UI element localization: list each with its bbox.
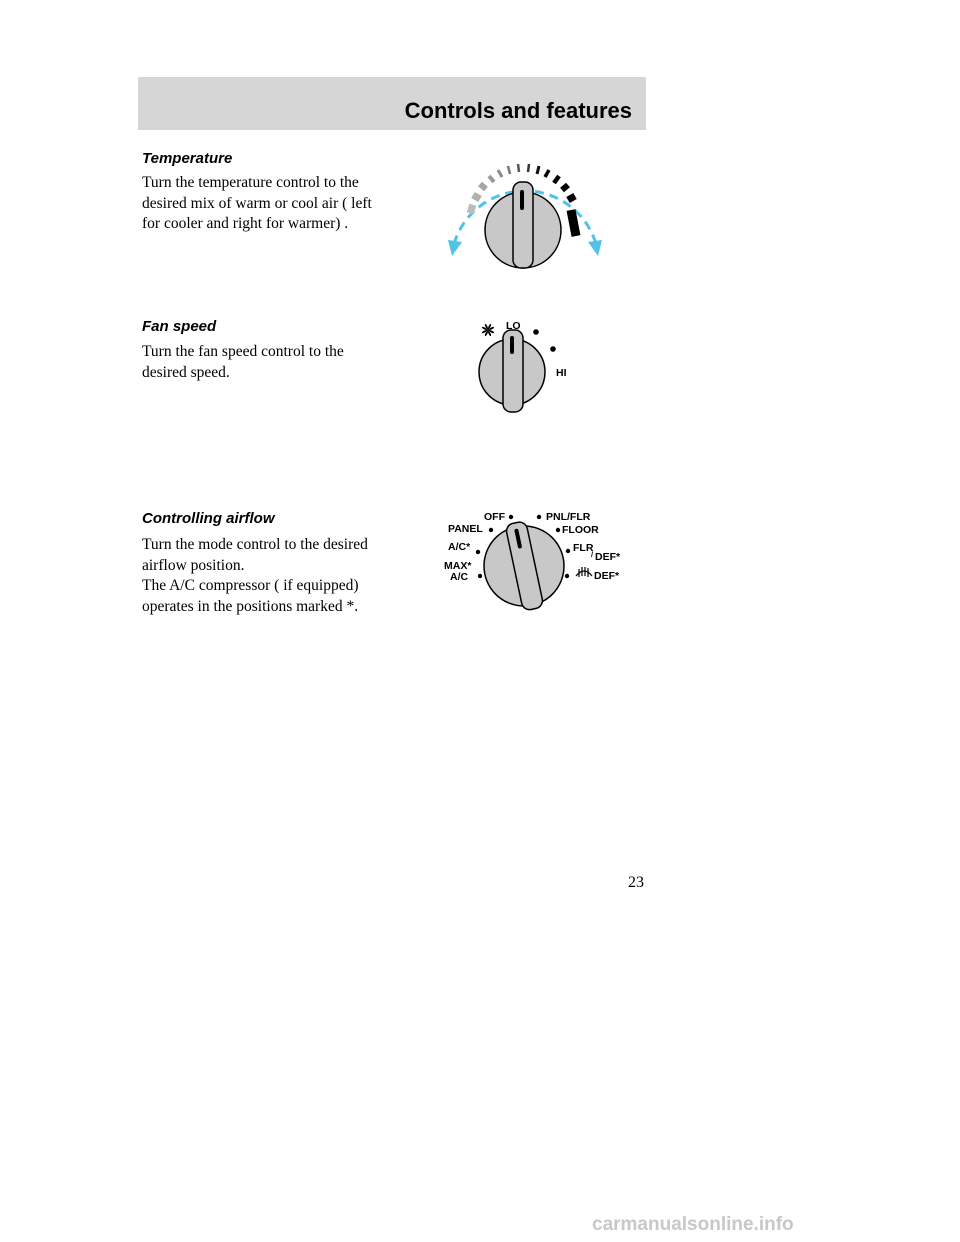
airflow-flr-label: FLR [573, 542, 594, 554]
fan-speed-heading: Fan speed [142, 318, 217, 335]
airflow-text-2: The A/C compressor ( if equipped) operat… [142, 577, 359, 615]
airflow-panel-label: PANEL [448, 523, 483, 535]
defrost-icon [575, 567, 593, 577]
temperature-heading: Temperature [142, 150, 233, 167]
page-title: Controls and features [404, 98, 632, 123]
fan-lo-label: LO [506, 320, 521, 332]
fan-hi-label: HI [556, 367, 567, 379]
fan-icon [481, 323, 495, 337]
temperature-text: Turn the temperature control to the desi… [142, 174, 372, 232]
airflow-max-ac-label: A/C [450, 571, 469, 583]
airflow-def-label: DEF* [594, 570, 620, 582]
page-number: 23 [628, 874, 644, 891]
airflow-max-label: MAX* [444, 560, 472, 572]
watermark-link[interactable]: carmanualsonline.info [592, 1214, 794, 1235]
airflow-flr-def-label: DEF* [595, 551, 621, 563]
airflow-mode-knob-icon: OFF PNL/FLR PANEL FLOOR A/C* FLR / DEF* … [444, 511, 621, 611]
airflow-ac-label: A/C* [448, 541, 471, 553]
airflow-pnl-flr-label: PNL/FLR [546, 511, 591, 523]
fan-speed-text: Turn the fan speed control to the desire… [142, 343, 344, 381]
airflow-heading: Controlling airflow [142, 510, 275, 527]
page-header: Controls and features [138, 77, 646, 130]
temperature-knob-icon [448, 163, 602, 269]
fan-speed-knob-icon: LO HI [478, 320, 567, 413]
airflow-slash-label: / [591, 550, 594, 559]
airflow-floor-label: FLOOR [562, 524, 599, 536]
airflow-text-1: Turn the mode control to the desired air… [142, 536, 368, 574]
airflow-off-label: OFF [484, 511, 506, 523]
